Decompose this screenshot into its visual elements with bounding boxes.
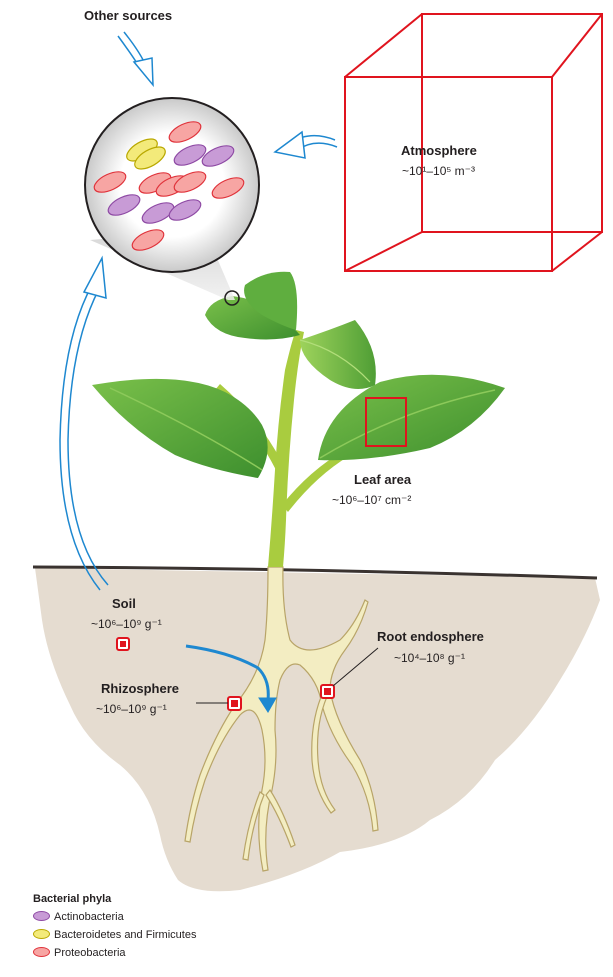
legend-swatch-bacteroidetes-firmicutes <box>33 929 50 939</box>
root-endosphere-concentration: ~10⁴–10⁸ g⁻¹ <box>394 651 465 665</box>
other-sources-label: Other sources <box>84 8 172 23</box>
rhizosphere-concentration: ~10⁶–10⁹ g⁻¹ <box>96 702 167 716</box>
legend-swatch-proteobacteria <box>33 947 50 957</box>
root-endosphere-label: Root endosphere <box>377 629 484 644</box>
legend-label: Bacteroidetes and Firmicutes <box>54 929 196 941</box>
atmosphere-label: Atmosphere <box>401 143 477 158</box>
legend-swatch-actinobacteria <box>33 911 50 921</box>
legend-label: Proteobacteria <box>54 947 126 959</box>
soil-marker <box>117 638 129 650</box>
top-leaf-front <box>300 320 376 389</box>
atmosphere-concentration: ~10¹–10⁵ m⁻³ <box>402 164 475 178</box>
arrow-from-atmosphere <box>275 132 337 158</box>
left-leaf <box>92 379 268 478</box>
legend-item-proteobacteria: Proteobacteria <box>33 947 126 959</box>
leaf-area-concentration: ~10⁶–10⁷ cm⁻² <box>332 493 411 507</box>
legend-title: Bacterial phyla <box>33 893 111 905</box>
legend-item-actinobacteria: Actinobacteria <box>33 911 124 923</box>
soil-concentration: ~10⁶–10⁹ g⁻¹ <box>91 617 162 631</box>
legend-item-bacteroidetes-firmicutes: Bacteroidetes and Firmicutes <box>33 929 196 941</box>
rhizosphere-label: Rhizosphere <box>101 681 179 696</box>
soil-label: Soil <box>112 596 136 611</box>
leaf-area-label: Leaf area <box>354 472 411 487</box>
right-leaf <box>318 375 505 460</box>
arrow-other-sources <box>118 32 153 85</box>
arrow-from-soil <box>60 258 108 590</box>
legend-label: Actinobacteria <box>54 911 124 923</box>
